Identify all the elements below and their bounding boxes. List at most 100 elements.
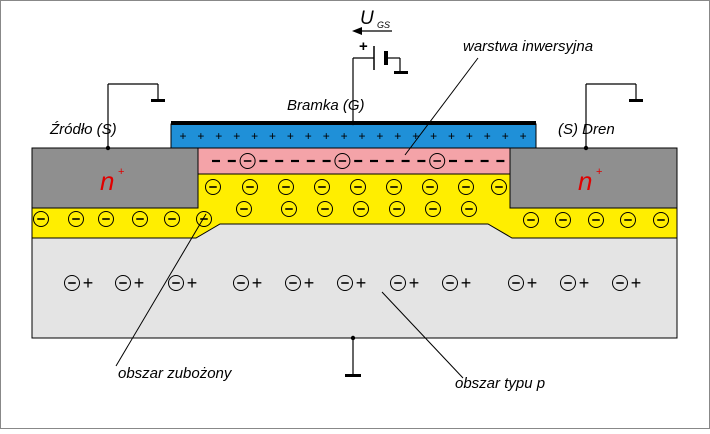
- substrate-contact-dot: [350, 335, 356, 341]
- gate-plus-charge: +: [358, 129, 365, 143]
- gate-contact-dot: [350, 120, 356, 126]
- substrate-hole: +: [304, 273, 315, 293]
- source-terminal-wire: [107, 83, 159, 148]
- substrate-hole: +: [409, 273, 420, 293]
- inversion-ion: [239, 153, 256, 169]
- n-plus-sup-left: +: [118, 166, 124, 178]
- substrate-ion: [115, 275, 131, 291]
- depletion-ion: [314, 179, 330, 195]
- depletion-ion: [164, 211, 180, 227]
- n-plus-label-right: n: [578, 166, 592, 196]
- gate-plus-charge: +: [269, 129, 276, 143]
- source-label: Źródło (S): [49, 121, 117, 138]
- substrate-ion: [337, 275, 353, 291]
- gate-plus-charge: +: [394, 129, 401, 143]
- depletion-ion: [350, 179, 366, 195]
- gate-plus-charge: +: [233, 129, 240, 143]
- substrate-hole: +: [527, 273, 538, 293]
- depletion-ion: [588, 212, 604, 228]
- depletion-ion: [33, 211, 49, 227]
- voltage-label-subscript: GS: [377, 20, 390, 30]
- substrate-ion: [560, 275, 576, 291]
- drain-contact-dot: [583, 145, 589, 151]
- battery-plus-sign: +: [359, 38, 368, 55]
- depletion-ion: [491, 179, 507, 195]
- gate-plus-charge: +: [215, 129, 222, 143]
- drain-label: (S) Dren: [558, 121, 615, 138]
- substrate-ion: [390, 275, 406, 291]
- gate-plus-charge: +: [179, 129, 186, 143]
- depletion-ion: [461, 201, 477, 217]
- depletion-ion: [555, 212, 571, 228]
- n-plus-label-left: n: [100, 166, 114, 196]
- substrate-ion: [233, 275, 249, 291]
- gate-terminal-wire: [352, 57, 401, 121]
- substrate-ion: [168, 275, 184, 291]
- depletion-ion: [281, 201, 297, 217]
- battery-short-plate: [384, 51, 388, 65]
- substrate-ion: [442, 275, 458, 291]
- substrate-hole: +: [631, 273, 642, 293]
- inversion-leader-line: [404, 57, 479, 156]
- gate-plus-charge: +: [305, 129, 312, 143]
- substrate-hole: +: [134, 273, 145, 293]
- depletion-ion: [317, 201, 333, 217]
- gate-plus-charge: +: [323, 129, 330, 143]
- p-region-leader-line: [381, 291, 464, 379]
- p-region-label: obszar typu p: [455, 375, 545, 392]
- gate-plus-charge: +: [430, 129, 437, 143]
- gate-plus-charge: +: [251, 129, 258, 143]
- substrate-ion: [612, 275, 628, 291]
- n-plus-sup-right: +: [596, 166, 602, 178]
- depletion-ion: [620, 212, 636, 228]
- substrate-hole: +: [187, 273, 198, 293]
- depletion-ion: [458, 179, 474, 195]
- gate-plus-charge: +: [502, 129, 509, 143]
- gate-plus-charge: +: [376, 129, 383, 143]
- depletion-ion: [653, 212, 669, 228]
- n-plus-source-region: [31, 147, 199, 209]
- depletion-region-label: obszar zubożony: [118, 365, 233, 382]
- depletion-ion: [389, 201, 405, 217]
- depletion-ion: [425, 201, 441, 217]
- gate-plus-charge: +: [484, 129, 491, 143]
- gate-plus-charge: +: [520, 129, 527, 143]
- depletion-ion: [422, 179, 438, 195]
- depletion-ion: [196, 211, 212, 227]
- inversion-ion: [429, 153, 446, 169]
- depletion-ion: [205, 179, 221, 195]
- substrate-ion: [64, 275, 80, 291]
- gate-plus-charge: +: [448, 129, 455, 143]
- gate-metal: [170, 123, 537, 149]
- source-ground-icon: [151, 99, 165, 102]
- depletion-ion: [98, 211, 114, 227]
- drain-terminal-wire: [585, 83, 637, 148]
- inversion-ion: [334, 153, 351, 169]
- source-contact-dot: [105, 145, 111, 151]
- depletion-ion: [242, 179, 258, 195]
- substrate-hole: +: [461, 273, 472, 293]
- depletion-leader-line: [115, 213, 207, 367]
- inversion-electrons: [212, 153, 505, 169]
- depletion-ion: [523, 212, 539, 228]
- gate-plus-charge: +: [197, 129, 204, 143]
- gate-plus-charge: +: [287, 129, 294, 143]
- substrate-charge-pairs: +++++++++++: [64, 273, 642, 293]
- substrate-hole: +: [579, 273, 590, 293]
- gate-plus-charge: +: [341, 129, 348, 143]
- inversion-layer-label: warstwa inwersyjna: [463, 38, 593, 55]
- gate-ground-icon: [394, 71, 408, 74]
- substrate-ground-icon: [345, 374, 361, 377]
- depletion-ion: [68, 211, 84, 227]
- depletion-ion: [353, 201, 369, 217]
- gate-positive-charges: ++++++++++++++++++++: [179, 129, 526, 143]
- depletion-ions: [33, 179, 669, 228]
- depletion-ion: [278, 179, 294, 195]
- substrate-hole: +: [83, 273, 94, 293]
- substrate-ion: [285, 275, 301, 291]
- depletion-ion: [236, 201, 252, 217]
- voltage-label: U: [360, 8, 374, 29]
- gate-plus-charge: +: [412, 129, 419, 143]
